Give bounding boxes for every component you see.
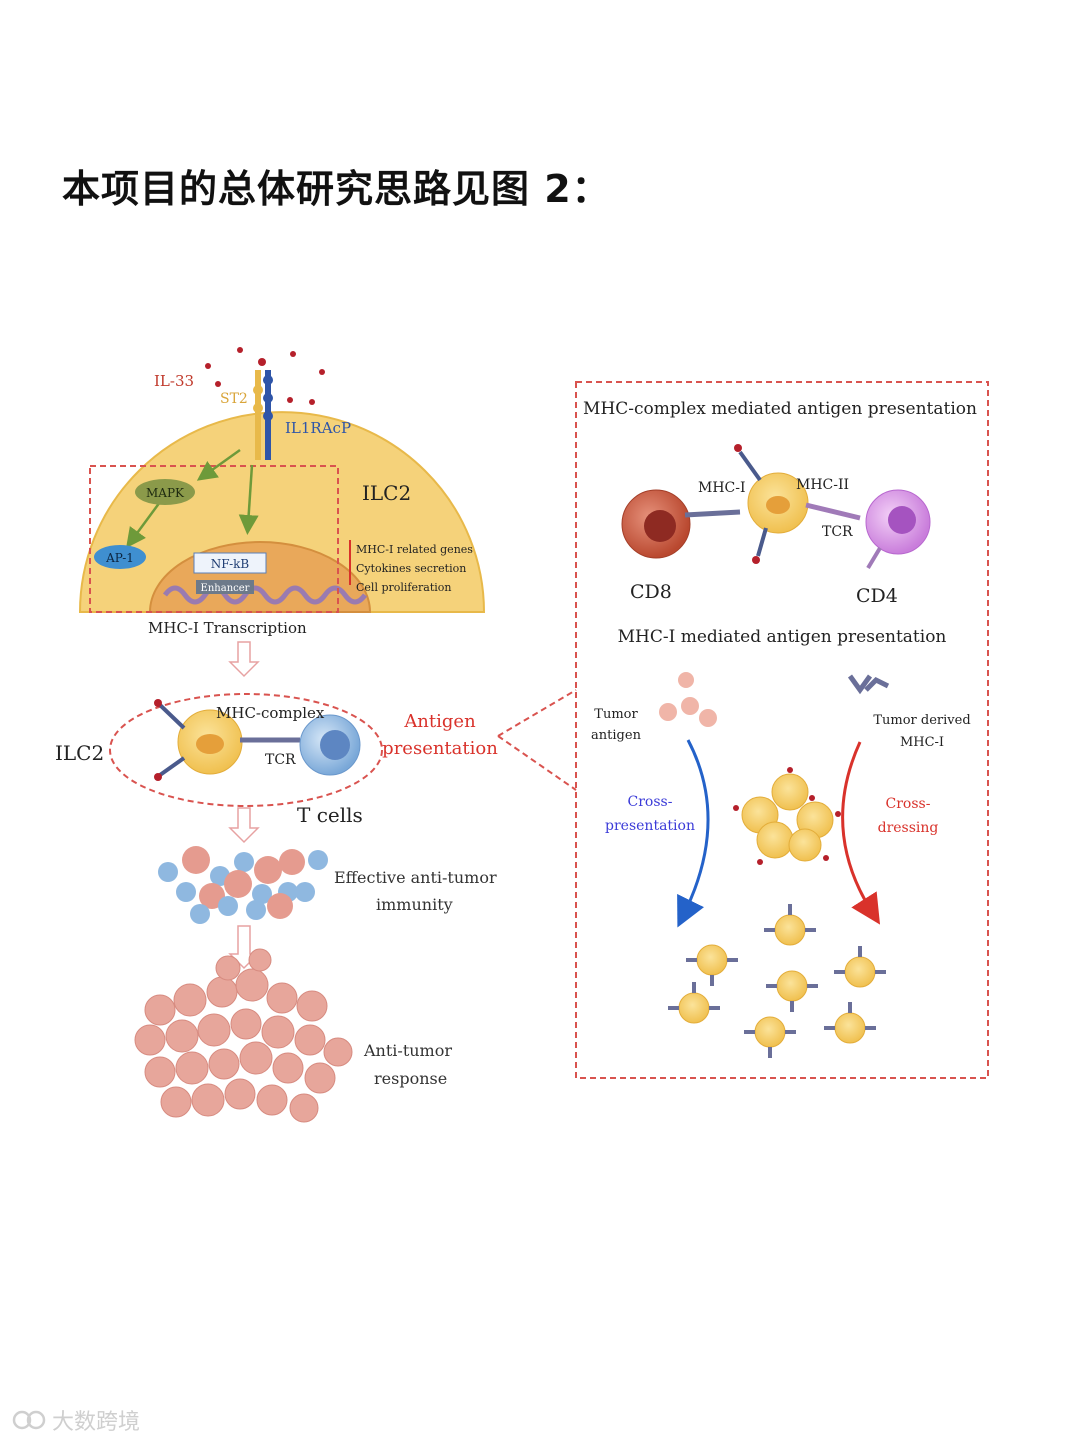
tumor-antigen-2: antigen	[591, 728, 642, 743]
cd4-label: CD4	[856, 585, 898, 607]
mid-tcell	[299, 714, 361, 776]
svg-text:MAPK: MAPK	[146, 486, 185, 500]
cd8-cell	[621, 489, 741, 559]
il1racp-label: IL1RAcP	[285, 419, 351, 437]
antigen-presentation-ellipse	[109, 693, 383, 807]
effect-3: Cell proliferation	[356, 581, 451, 594]
il33-label: IL-33	[154, 372, 194, 390]
ilc2-top-label: ILC2	[362, 481, 411, 505]
mhc-complex-label: MHC-complex	[216, 704, 325, 722]
st2-receptor	[253, 370, 273, 460]
cross-presentation-2: presentation	[605, 818, 695, 834]
anti-tumor-2: response	[374, 1069, 447, 1088]
effective-immunity-1: Effective anti-tumor	[334, 868, 497, 887]
mapk-node: MAPK	[135, 479, 195, 505]
center-cell-cluster	[733, 767, 841, 865]
tcr-label: TCR	[265, 752, 296, 768]
cd4-cell	[865, 489, 931, 570]
mhc2-label: MHC-II	[796, 477, 849, 493]
right-title-2: MHC-I mediated antigen presentation	[618, 627, 947, 647]
cd8-label: CD8	[630, 581, 672, 603]
ap1-node: AP-1	[94, 545, 146, 569]
t-cells-label: T cells	[297, 803, 363, 827]
antigen-label-2: presentation	[382, 738, 498, 759]
center-ilc2-cell	[734, 444, 861, 564]
cross-presentation-1: Cross-	[628, 794, 673, 810]
tumor-antigen-1: Tumor	[594, 707, 638, 722]
nfkb-node: NF-kB	[193, 552, 267, 574]
cross-dressing-2: dressing	[878, 820, 939, 836]
antigen-label-1: Antigen	[403, 711, 476, 732]
right-panel-box	[575, 381, 989, 1079]
il33-dots	[205, 347, 325, 405]
tumor-antigen-dots	[659, 672, 717, 727]
svg-text:AP-1: AP-1	[105, 551, 134, 565]
immune-cell-cluster	[158, 846, 328, 924]
svg-text:Enhancer: Enhancer	[201, 583, 250, 594]
cross-dressing-arrow-icon	[841, 741, 881, 925]
anti-tumor-1: Anti-tumor	[363, 1041, 452, 1060]
watermark-logo-icon	[12, 1410, 46, 1430]
effective-immunity-2: immunity	[376, 895, 453, 914]
effect-2: Cytokines secretion	[356, 562, 466, 575]
watermark: 大数跨境	[12, 1404, 140, 1436]
signaling-arrows	[126, 448, 259, 549]
tumor-derived-1: Tumor derived	[873, 713, 970, 728]
connector-lines	[497, 689, 577, 791]
tumor-cell-cluster	[134, 948, 353, 1123]
page-heading: 本项目的总体研究思路见图 2：	[62, 167, 611, 211]
ilc2-mid-label: ILC2	[55, 741, 104, 765]
mid-ilc2-cell	[154, 699, 300, 781]
mhc1-transcription-label: MHC-I Transcription	[148, 619, 307, 637]
tumor-derived-2: MHC-I	[900, 735, 944, 750]
cross-presentation-arrow-icon	[677, 739, 710, 928]
svg-text:NF-kB: NF-kB	[211, 557, 250, 571]
right-tcr-label: TCR	[822, 524, 853, 540]
mhc-bearing-cells	[668, 904, 886, 1058]
watermark-text: 大数跨境	[52, 1410, 141, 1435]
mhc1-label: MHC-I	[698, 480, 746, 496]
enhancer-node: Enhancer	[196, 580, 254, 594]
tumor-mhc-icon	[847, 674, 890, 695]
st2-label: ST2	[220, 391, 248, 407]
effect-1: MHC-I related genes	[356, 543, 473, 556]
right-title-1: MHC-complex mediated antigen presentatio…	[583, 399, 977, 419]
cross-dressing-1: Cross-	[886, 796, 931, 812]
